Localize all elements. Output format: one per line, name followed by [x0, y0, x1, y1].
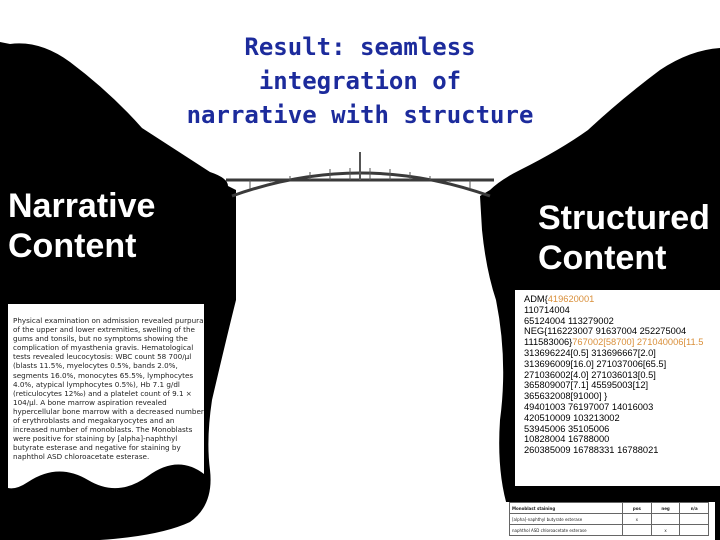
code-line: NEG{116223007 91637004 252275004 — [524, 326, 720, 337]
code-line-text: 10828004 16788000 — [524, 434, 610, 445]
structured-card — [515, 290, 720, 486]
bridge-truss — [249, 168, 471, 189]
slide-title: Result: seamless integration of narrativ… — [186, 33, 534, 129]
table-cell: [alpha]-naphthyl butyrate esterase — [508, 513, 624, 525]
code-line-text: 365809007[7.1] 45595003[12] — [524, 380, 649, 391]
table-cell — [679, 513, 709, 525]
code-line: 260385009 16788331 16788021 — [524, 445, 720, 456]
structured-heading: Structured Content — [538, 199, 710, 277]
table-cell — [679, 524, 709, 536]
code-line: 365632008[91000] } — [524, 391, 720, 402]
code-line-text: 110714004 — [524, 304, 570, 315]
table-cell — [622, 524, 652, 536]
code-line-text: 111583006} — [524, 337, 573, 348]
code-line-text: 313696224[0.5] 313696667[2.0] — [524, 347, 656, 358]
table-cell: x — [650, 524, 681, 536]
code-line-text: 420510009 103213002 — [524, 412, 620, 423]
code-line-text: 365632008[91000] } — [524, 391, 608, 402]
code-line: 49401003 76197007 14016003 — [524, 402, 720, 413]
table-cell: pos — [622, 502, 652, 514]
code-line-text: NEG{116223007 91637004 252275004 — [524, 326, 687, 337]
code-line: 420510009 103213002 — [524, 413, 720, 424]
table-row: naphthol ASD chloroacetate esterase x — [508, 524, 709, 536]
code-line-highlight: 767002[58700] 271040006[11.5 — [572, 337, 704, 348]
table-cell: x — [622, 513, 652, 525]
code-line: 313696224[0.5] 313696667[2.0] — [524, 348, 720, 359]
code-line: 53945006 35105006 — [524, 424, 720, 435]
narrative-text: Physical examination on admission reveal… — [13, 316, 204, 462]
code-line-text: 260385009 16788331 16788021 — [524, 445, 659, 456]
code-line-text: 313696009[16.0] 271037006[65.5] — [524, 358, 667, 369]
code-line-text: 49401003 76197007 14016003 — [524, 401, 654, 412]
code-line-text: 65124004 113279002 — [524, 315, 614, 326]
code-line: 313696009[16.0] 271037006[65.5] — [524, 359, 720, 370]
code-line: 110714004 — [524, 305, 720, 316]
code-line-text: ADM{ — [524, 294, 548, 304]
code-line-highlight: 419620001 — [547, 294, 595, 304]
table-cell: n/a — [679, 502, 709, 514]
code-line: ADM{419620001 — [524, 294, 720, 305]
table-cell — [650, 513, 681, 525]
table-cell: Monoblast staining — [508, 502, 624, 514]
code-line: 365809007[7.1] 45595003[12] — [524, 380, 720, 391]
code-line: 65124004 113279002 — [524, 316, 720, 327]
table-cell: neg — [650, 502, 681, 514]
code-line: 271036002[4.0] 271036013[0.5] — [524, 370, 720, 381]
table-cell: naphthol ASD chloroacetate esterase — [508, 524, 624, 536]
narrative-heading: Narrative Content — [8, 187, 156, 265]
code-line: 10828004 16788000 — [524, 434, 720, 445]
code-line-text: 53945006 35105006 — [524, 423, 610, 434]
code-line: 111583006}767002[58700] 271040006[11.5 — [524, 337, 720, 348]
narrative-card — [8, 304, 204, 489]
code-line-text: 271036002[4.0] 271036013[0.5] — [524, 369, 656, 380]
